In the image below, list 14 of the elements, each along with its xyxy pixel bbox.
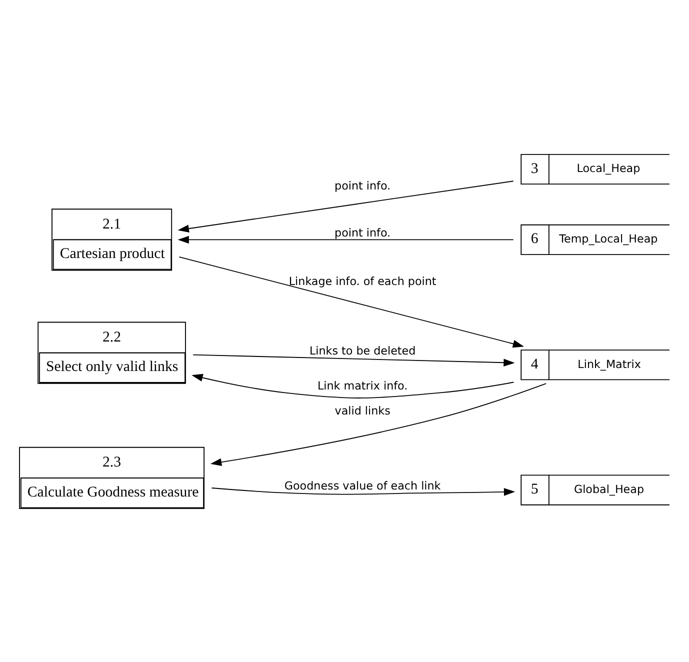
arrow — [211, 487, 516, 496]
edge-label: Linkage info. of each point — [288, 274, 436, 288]
edge-label: valid links — [334, 404, 390, 418]
arrow — [178, 235, 514, 244]
arrow — [210, 382, 547, 466]
arrow — [178, 256, 524, 348]
arrow — [192, 354, 515, 366]
edge-label: point info. — [334, 178, 391, 192]
edge-label: Goodness value of each link — [284, 479, 441, 492]
edge-label: point info. — [334, 226, 391, 240]
arrow — [192, 373, 514, 398]
arrow — [178, 180, 514, 232]
edge-label: Links to be deleted — [309, 344, 416, 357]
edge-label: Link matrix info. — [317, 379, 408, 392]
